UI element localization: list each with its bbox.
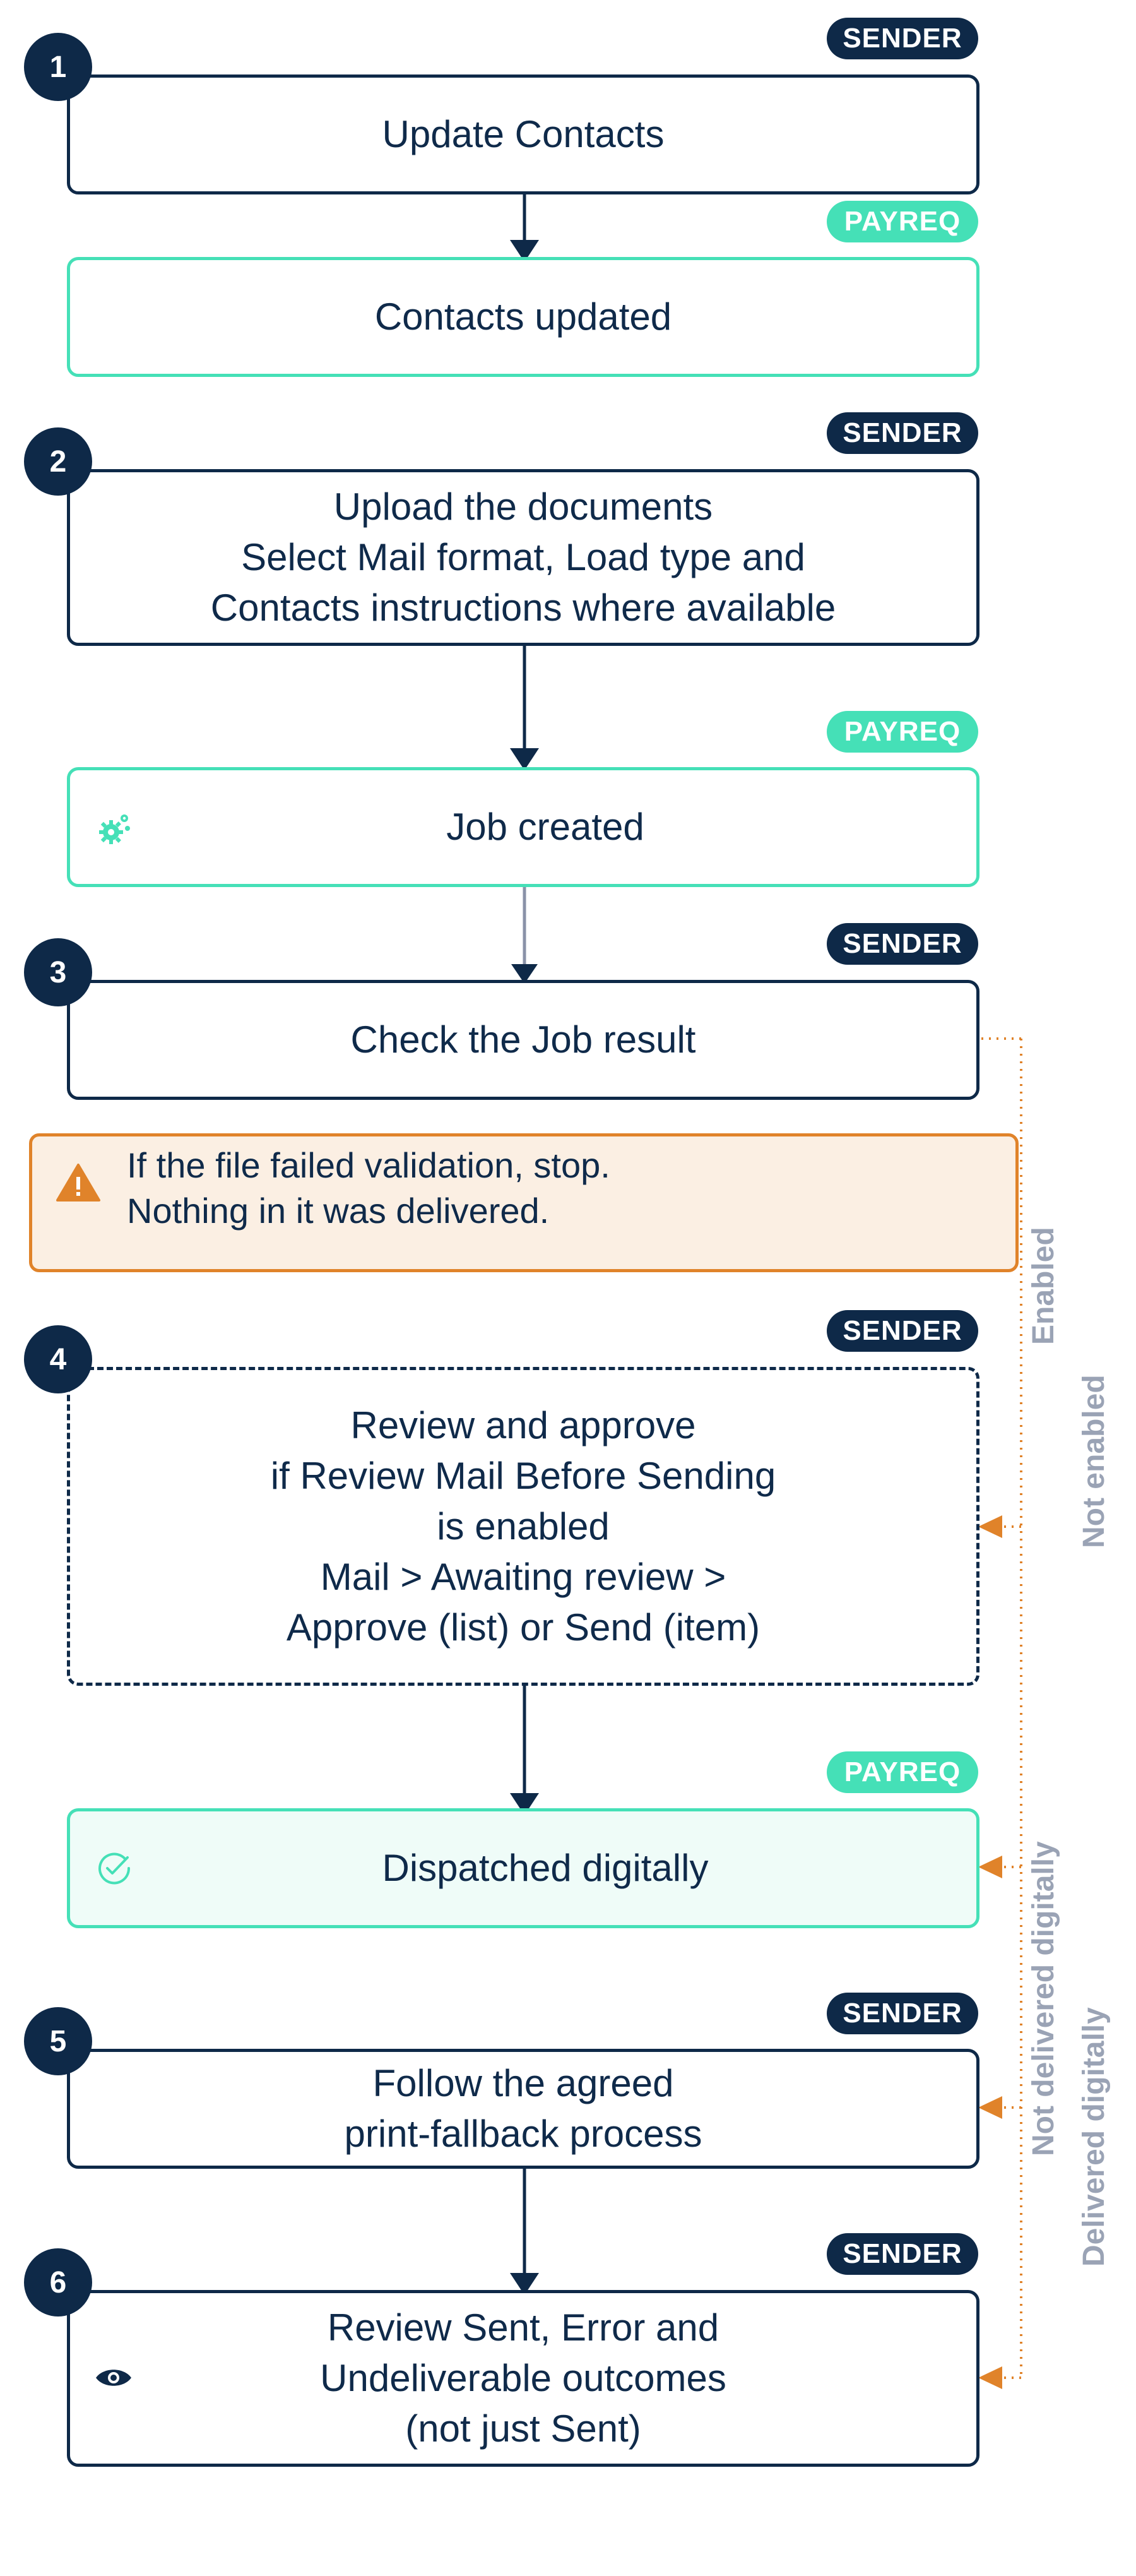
sender-badge: SENDER (827, 1993, 978, 2034)
arrowhead-2 (510, 748, 539, 770)
sender-badge: SENDER (827, 18, 978, 59)
step-6-number: 6 (24, 2248, 92, 2317)
arrowhead-5 (510, 2273, 539, 2295)
check-circle-icon (98, 1852, 131, 1885)
routing-arrow-step4 (978, 1515, 1002, 1538)
step-6-line: Undeliverable outcomes (320, 2357, 726, 2399)
sender-badge: SENDER (827, 412, 978, 454)
payreq-badge: PAYREQ (827, 711, 978, 753)
arrowhead-1 (510, 240, 539, 262)
sender-badge: SENDER (827, 2233, 978, 2275)
job-created-text: Job created (446, 806, 644, 848)
step-6-box: Review Sent, Error and Undeliverable out… (67, 2290, 979, 2467)
arrowhead-4 (510, 1793, 539, 1815)
warning-line: Nothing in it was delivered. (127, 1191, 550, 1231)
arrowhead-3 (511, 964, 538, 984)
dispatched-digitally-text: Dispatched digitally (382, 1847, 709, 1889)
step-2-line: Select Mail format, Load type and (241, 536, 805, 578)
contacts-updated-box: Contacts updated (67, 257, 979, 377)
step-3-number: 3 (24, 938, 92, 1006)
step-4-number: 4 (24, 1325, 92, 1393)
warning-line: If the file failed validation, stop. (127, 1145, 610, 1185)
step-2-box: Upload the documents Select Mail format,… (67, 469, 979, 646)
step-4-line: if Review Mail Before Sending (270, 1454, 776, 1497)
step-4-line: Review and approve (350, 1404, 696, 1446)
step-2-text: Upload the documents Select Mail format,… (211, 482, 836, 633)
dispatched-digitally-box: Dispatched digitally (67, 1808, 979, 1928)
step-3-text: Check the Job result (350, 1018, 696, 1061)
label-not-delivered-digitally: Not delivered digitally (1027, 1841, 1060, 2156)
contacts-updated-text: Contacts updated (374, 295, 672, 338)
step-5-line: print-fallback process (344, 2113, 702, 2155)
step-4-text: Review and approve if Review Mail Before… (271, 1400, 776, 1653)
step-4-line: is enabled (437, 1505, 610, 1547)
payreq-badge: PAYREQ (827, 1751, 978, 1793)
label-not-enabled: Not enabled (1077, 1374, 1111, 1548)
step-4-box: Review and approve if Review Mail Before… (67, 1367, 979, 1686)
label-enabled: Enabled (1027, 1227, 1060, 1345)
step-5-box: Follow the agreed print-fallback process (67, 2049, 979, 2169)
step-5-number: 5 (24, 2007, 92, 2075)
routing-arrow-step6 (978, 2366, 1002, 2389)
eye-icon (96, 2370, 131, 2386)
step-4-line: Approve (list) or Send (item) (286, 1606, 760, 1649)
step-1-text: Update Contacts (382, 113, 665, 155)
validation-warning: If the file failed validation, stop. Not… (29, 1133, 1019, 1272)
routing-arrow-step5 (978, 2096, 1002, 2119)
gears-icon (99, 814, 130, 844)
warning-triangle-icon (56, 1164, 100, 1202)
step-2-line: Upload the documents (333, 486, 713, 528)
step-6-line: (not just Sent) (405, 2407, 641, 2450)
warning-text: If the file failed validation, stop. Not… (127, 1143, 610, 1234)
step-4-line: Mail > Awaiting review > (320, 1555, 726, 1598)
step-6-line: Review Sent, Error and (327, 2306, 719, 2349)
step-2-line: Contacts instructions where available (210, 587, 836, 629)
step-1-box: Update Contacts (67, 75, 979, 194)
step-6-text: Review Sent, Error and Undeliverable out… (320, 2303, 726, 2454)
step-1-number: 1 (24, 33, 92, 101)
step-3-box: Check the Job result (67, 980, 979, 1100)
sender-badge: SENDER (827, 1310, 978, 1352)
sender-badge: SENDER (827, 923, 978, 965)
routing-arrow-dispatched (978, 1856, 1002, 1878)
job-created-box: Job created (67, 767, 979, 887)
step-5-line: Follow the agreed (372, 2062, 674, 2104)
payreq-badge: PAYREQ (827, 201, 978, 242)
label-delivered-digitally: Delivered digitally (1077, 2007, 1111, 2267)
step-5-text: Follow the agreed print-fallback process (345, 2058, 702, 2159)
step-2-number: 2 (24, 427, 92, 496)
